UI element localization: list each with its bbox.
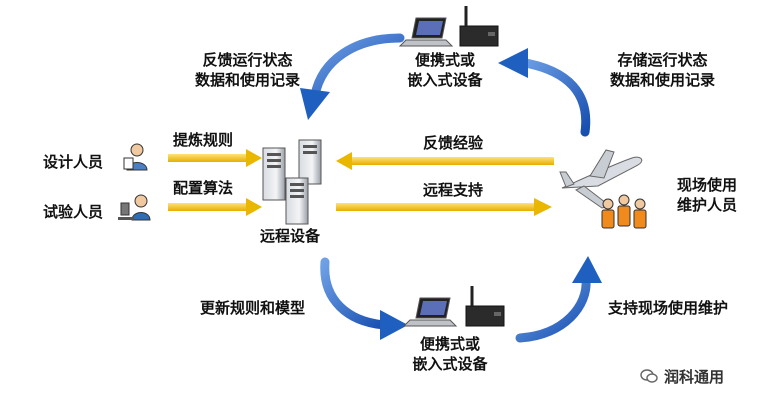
feedback-status-line1: 反馈运行状态: [202, 51, 293, 69]
field-staff-label: 现场使用 维护人员: [662, 175, 752, 215]
cycle-arrow-top-left: [300, 33, 405, 120]
watermark-text: 润科通用: [664, 368, 725, 386]
cycle-arrow-bottom-right: [515, 256, 602, 343]
feedback-status-label: 反馈运行状态 数据和使用记录: [180, 50, 315, 90]
watermark: 润科通用: [640, 366, 724, 387]
top-router-icon: [459, 6, 499, 47]
cycle-arrow-bottom-left: [320, 257, 408, 340]
store-status-line2: 数据和使用记录: [609, 71, 715, 89]
support-field-label: 支持现场使用维护: [608, 299, 729, 317]
config-algorithm-label: 配置算法: [173, 179, 234, 197]
arrow-remote-support: [336, 198, 552, 216]
designer-label: 设计人员: [43, 153, 104, 171]
server-icon: [262, 139, 322, 225]
top-laptop-icon: [398, 17, 454, 47]
field-staff-line2: 维护人员: [676, 196, 737, 214]
tester-label: 试验人员: [43, 203, 104, 221]
top-device-label-line1: 便携式或: [414, 51, 475, 69]
bottom-device-label-line1: 便携式或: [419, 335, 480, 353]
bottom-device-label-line2: 嵌入式设备: [412, 355, 488, 373]
refine-rules-label: 提炼规则: [173, 131, 234, 149]
designer-icon: [123, 143, 148, 171]
tester-icon: [118, 194, 151, 221]
wechat-icon: [640, 369, 658, 383]
store-status-line1: 存储运行状态: [617, 51, 708, 69]
remote-device-label: 远程设备: [259, 227, 320, 245]
remote-support-label: 远程支持: [422, 181, 483, 199]
field-workers-icon: [601, 194, 647, 229]
top-device-label-line2: 嵌入式设备: [407, 71, 483, 89]
feedback-experience-label: 反馈经验: [422, 134, 483, 152]
store-status-label: 存储运行状态 数据和使用记录: [595, 50, 730, 90]
arrow-feedback-experience: [336, 152, 554, 170]
bottom-router-icon: [465, 286, 505, 327]
update-rules-label: 更新规则和模型: [200, 299, 306, 317]
airplane-icon: [559, 149, 643, 209]
field-staff-line1: 现场使用: [676, 176, 737, 194]
top-device-label: 便携式或 嵌入式设备: [395, 50, 495, 90]
arrow-refine-rules: [168, 149, 262, 167]
bottom-device-label: 便携式或 嵌入式设备: [400, 334, 500, 374]
feedback-status-line2: 数据和使用记录: [194, 71, 300, 89]
cycle-arrow-top-right: [498, 48, 591, 137]
arrow-config-algorithm: [168, 198, 262, 216]
bottom-laptop-icon: [402, 297, 458, 327]
